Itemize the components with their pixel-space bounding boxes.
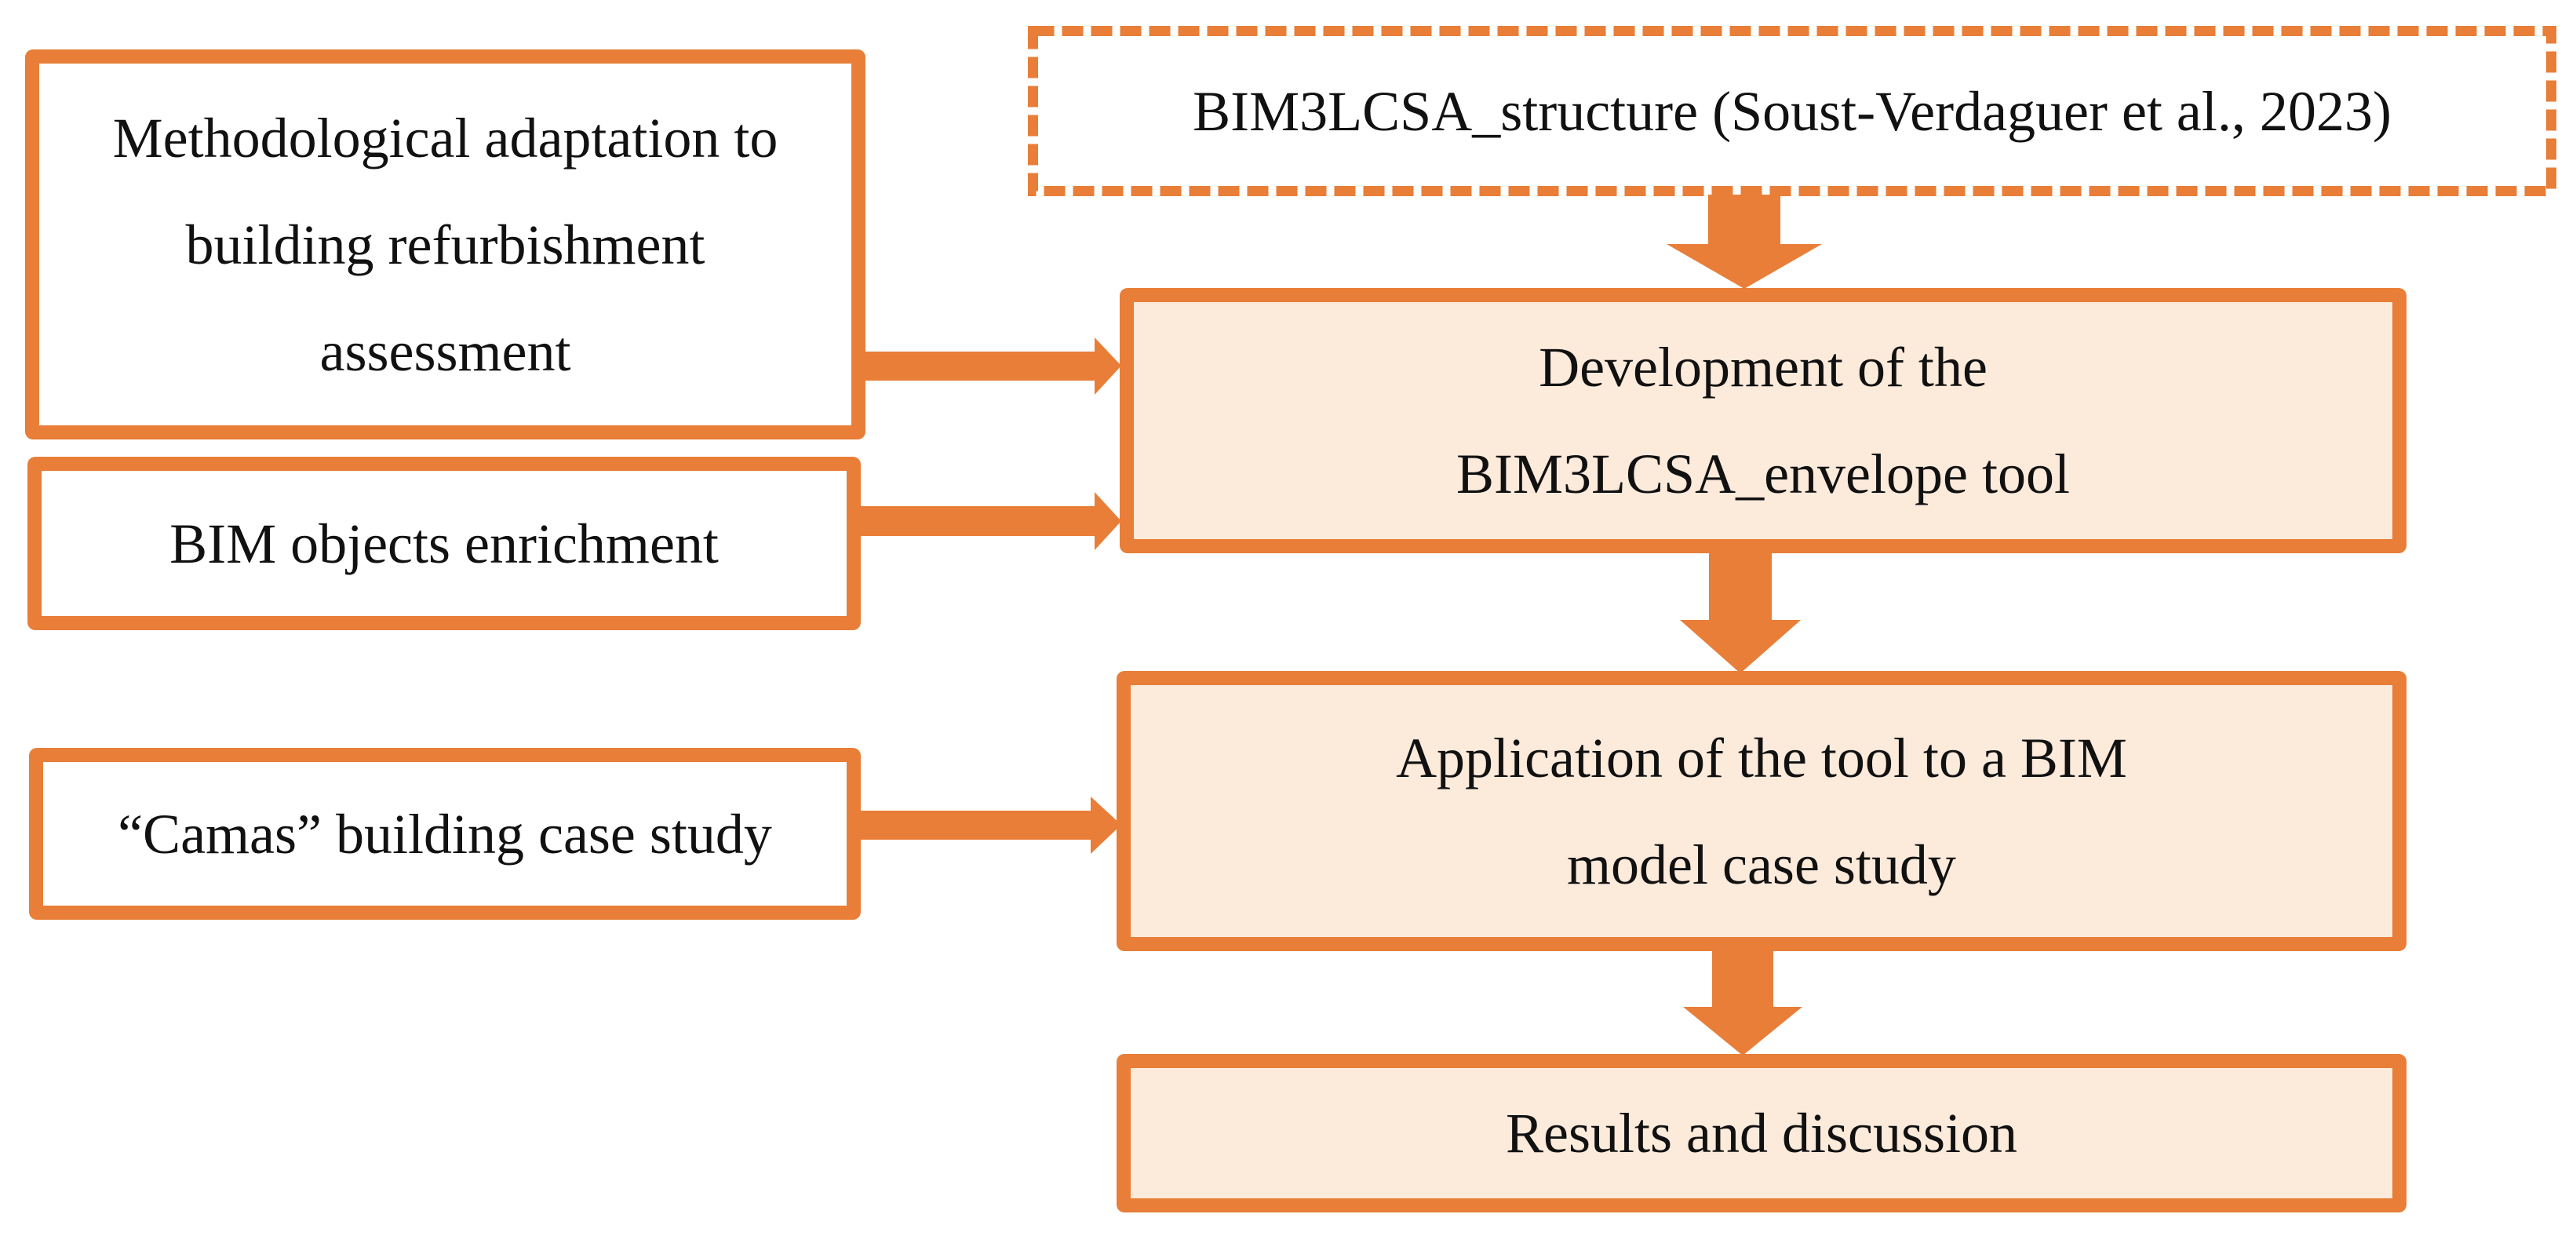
node-text-line: model case study [1567,833,1956,896]
node-results-and-discussion: Results and discussion [1117,1054,2407,1212]
node-development-of-tool: Development of the BIM3LCSA_envelope too… [1120,288,2407,553]
node-camas-case-study: “Camas” building case study [29,748,861,920]
node-bim3lcsa-structure-reference: BIM3LCSA_structure (Soust-Verdaguer et a… [1028,26,2556,196]
node-text-line: BIM3LCSA_structure (Soust-Verdaguer et a… [1193,79,2392,143]
node-text-line: assessment [319,319,571,383]
arrow-bim-objects-to-development-icon [855,492,1121,550]
node-text-line: “Camas” building case study [118,802,772,866]
arrow-camas-to-application-icon [855,797,1121,854]
node-methodological-adaptation: Methodological adaptation to building re… [25,49,865,439]
node-text-line: Development of the [1539,336,1988,399]
arrow-application-to-results-icon [1683,947,1802,1056]
node-application-to-bim-model: Application of the tool to a BIM model c… [1117,671,2407,951]
arrow-development-to-application-icon [1680,549,1801,673]
arrow-structure-to-development-icon [1667,195,1822,289]
node-text-line: Results and discussion [1505,1102,2017,1165]
arrow-methodological-to-development-icon [859,337,1121,395]
node-text-line: Methodological adaptation to [112,106,778,170]
node-text-line: Application of the tool to a BIM [1396,726,2127,789]
node-text-line: building refurbishment [185,213,705,276]
node-text-line: BIM objects enrichment [169,512,719,575]
node-text-line: BIM3LCSA_envelope tool [1456,443,2070,505]
node-bim-objects-enrichment: BIM objects enrichment [27,457,861,630]
